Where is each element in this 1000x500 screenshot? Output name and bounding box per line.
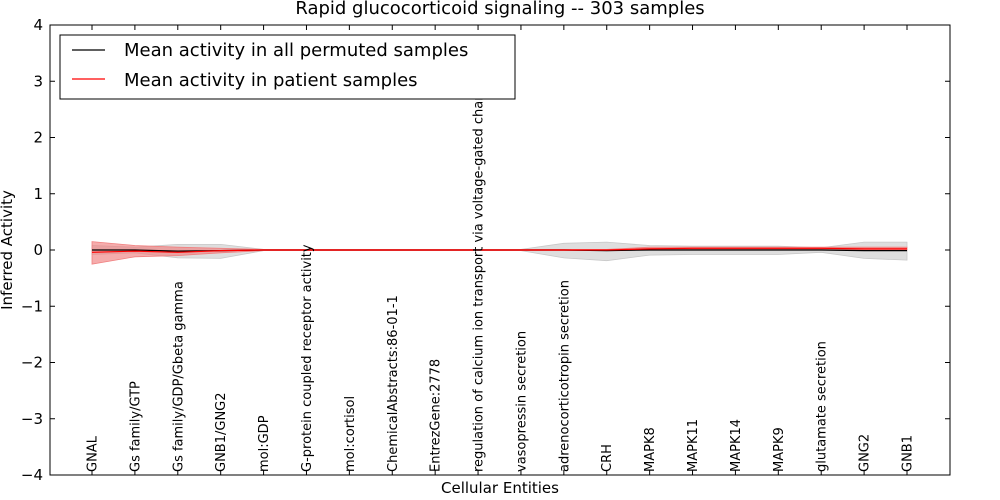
x-tick-label: mol:GDP xyxy=(257,415,272,472)
x-tick-label: CRH xyxy=(600,444,615,472)
y-tick-label: 4 xyxy=(33,16,43,34)
x-tick-label: glutamate secretion xyxy=(815,341,830,472)
series-lines xyxy=(91,247,907,253)
x-tick-label: MAPK14 xyxy=(729,419,744,472)
x-tick-label: G-protein coupled receptor activity xyxy=(300,244,315,472)
x-tick-label: regulation of calcium ion transport via … xyxy=(472,73,487,472)
x-tick-label: ChemicalAbstracts:86-01-1 xyxy=(386,295,401,472)
x-tick-label: adrenocorticotropin secretion xyxy=(557,280,572,472)
y-tick-label: −4 xyxy=(21,466,43,484)
y-axis-label: Inferred Activity xyxy=(0,190,16,310)
x-tick-label: EntrezGene:2778 xyxy=(429,359,444,472)
x-tick-label: GNAL xyxy=(86,435,101,472)
legend-label-permuted: Mean activity in all permuted samples xyxy=(124,40,468,61)
legend-box xyxy=(59,34,516,100)
x-tick-label: MAPK8 xyxy=(643,427,658,472)
y-tick-label: 3 xyxy=(33,72,43,90)
series-line-1 xyxy=(91,247,907,253)
x-tick-label: MAPK9 xyxy=(772,427,787,472)
x-axis-ticks xyxy=(91,25,908,475)
y-tick-label: −3 xyxy=(21,410,43,428)
x-tick-label: mol:cortisol xyxy=(343,396,358,472)
y-tick-label: 1 xyxy=(33,185,43,203)
x-tick-labels: GNAL Gs family/GTP Gs family/GDP/Gbeta gam… xyxy=(86,73,916,472)
chart-title: Rapid glucocorticoid signaling -- 303 sa… xyxy=(295,0,704,19)
y-tick-label: −1 xyxy=(21,297,43,315)
x-axis-label: Cellular Entities xyxy=(441,479,559,497)
y-axis-ticks: −4 −3 −2 −1 0 1 2 3 4 xyxy=(21,16,950,484)
legend-label-patient: Mean activity in patient samples xyxy=(124,70,418,91)
x-tick-label: Gs family/GDP/Gbeta gamma xyxy=(171,281,186,472)
x-tick-label: Gs family/GTP xyxy=(128,381,143,472)
y-tick-label: 2 xyxy=(33,129,43,147)
x-tick-label: GNB1/GNG2 xyxy=(214,392,229,472)
x-tick-label: GNG2 xyxy=(858,434,873,472)
x-tick-label: vasopressin secretion xyxy=(514,331,529,472)
x-tick-label: MAPK11 xyxy=(686,419,701,472)
x-tick-label: GNB1 xyxy=(901,435,916,472)
y-tick-label: 0 xyxy=(33,241,43,259)
legend: Mean activity in all permuted samples Me… xyxy=(59,34,516,100)
y-tick-label: −2 xyxy=(21,354,43,372)
